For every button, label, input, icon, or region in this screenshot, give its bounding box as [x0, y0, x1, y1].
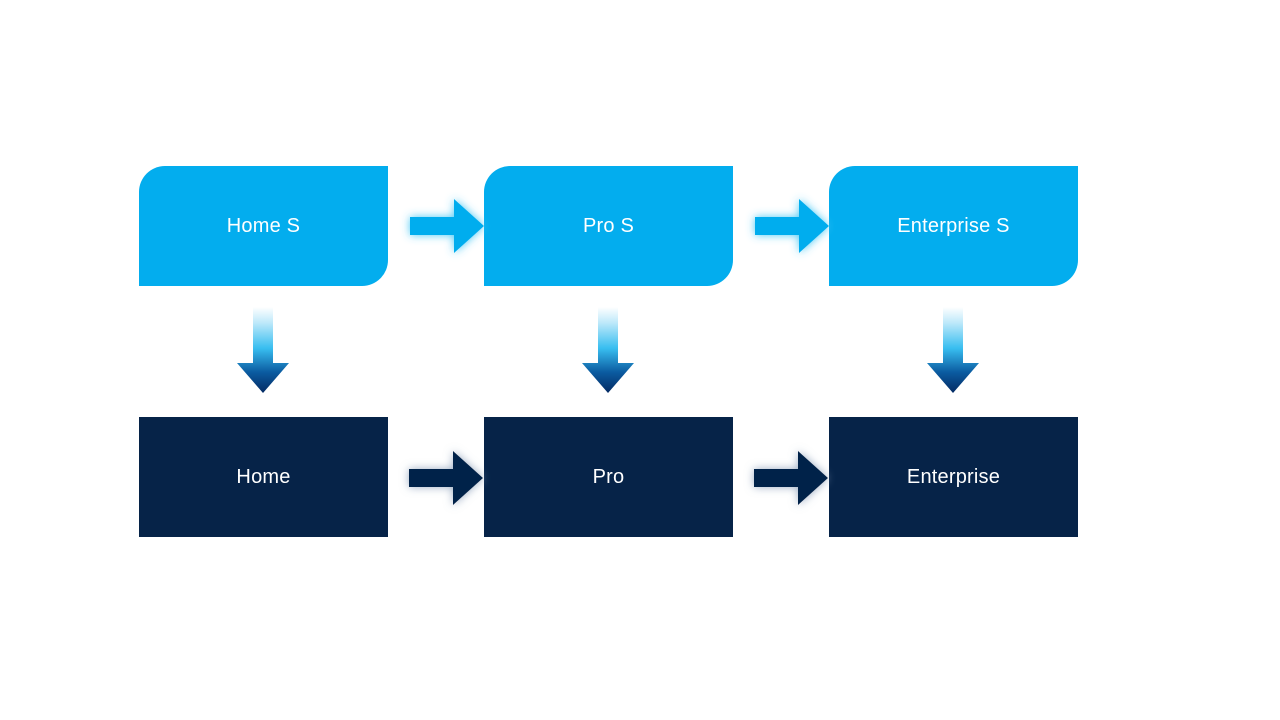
node-enterprise-s[interactable]: Enterprise S [829, 166, 1078, 286]
node-label: Enterprise [906, 466, 1001, 488]
node-pro[interactable]: Pro [484, 417, 733, 537]
node-label: Home S [226, 215, 301, 237]
product-connector-1-arrow-right-icon [401, 443, 491, 513]
node-pro-s[interactable]: Pro S [484, 166, 733, 286]
node-enterprise[interactable]: Enterprise [829, 417, 1078, 537]
vertical-connector-1-arrow-down-icon [232, 305, 294, 397]
node-home-s[interactable]: Home S [139, 166, 388, 286]
node-label: Enterprise S [897, 215, 1010, 237]
vertical-connector-2-arrow-down-icon [577, 305, 639, 397]
service-connector-1-arrow-right-icon [404, 193, 490, 259]
node-label: Pro S [582, 215, 635, 237]
node-home[interactable]: Home [139, 417, 388, 537]
product-connector-2-arrow-right-icon [746, 443, 836, 513]
node-label: Pro [592, 466, 625, 488]
vertical-connector-3-arrow-down-icon [922, 305, 984, 397]
node-label: Home [236, 466, 291, 488]
service-connector-2-arrow-right-icon [749, 193, 835, 259]
